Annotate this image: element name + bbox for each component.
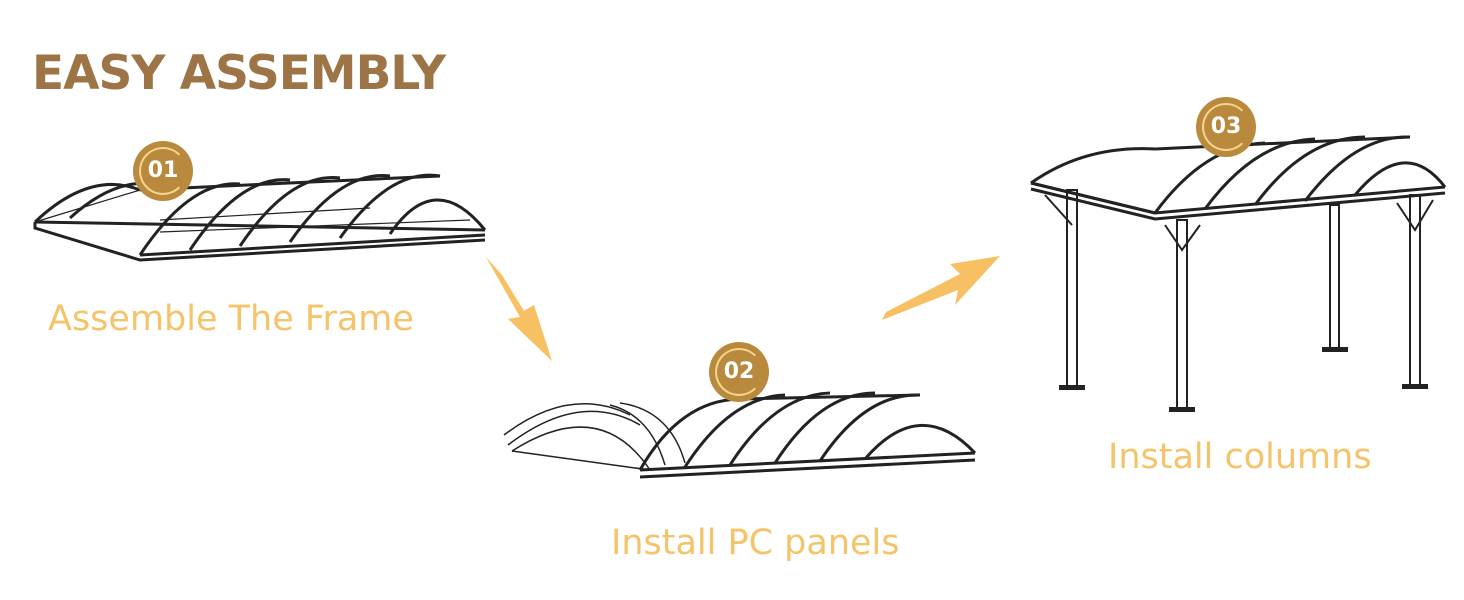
refresh-icon <box>1202 103 1250 151</box>
step-caption: Install columns <box>1108 437 1372 477</box>
refresh-icon <box>715 348 763 396</box>
step-number: 01 <box>147 158 179 183</box>
step-arrow-icon <box>882 256 1000 320</box>
step-caption: Install PC panels <box>611 523 900 563</box>
step-caption: Assemble The Frame <box>48 299 414 339</box>
step-number: 03 <box>1210 114 1242 139</box>
page-title: EASY ASSEMBLY <box>32 46 446 101</box>
step-arrow-icon <box>486 257 552 361</box>
step-number: 02 <box>723 359 755 384</box>
step-badge: 01 <box>133 141 193 201</box>
step-badge: 03 <box>1196 97 1256 157</box>
panels-illustration <box>503 391 977 479</box>
refresh-icon <box>139 147 187 195</box>
step-badge: 02 <box>709 342 769 402</box>
frame-illustration <box>33 173 487 262</box>
carport-illustration <box>1030 135 1447 412</box>
